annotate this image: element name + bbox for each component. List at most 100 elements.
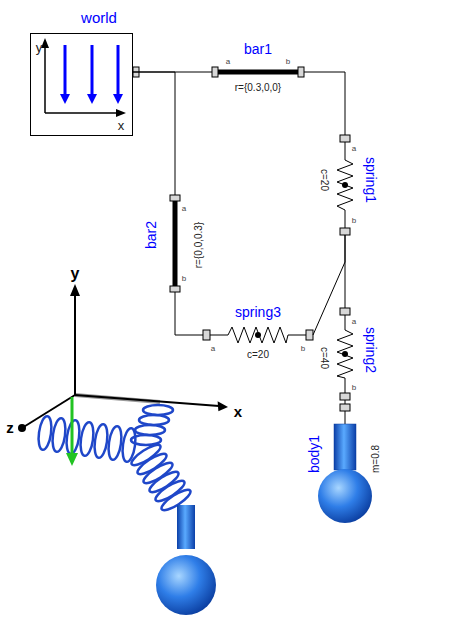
parameter-value: c=20 <box>319 169 330 191</box>
axis-label: y <box>36 41 43 55</box>
spring-dot <box>342 182 348 188</box>
body-cylinder-3d <box>177 505 195 549</box>
axis-label: y <box>71 265 80 283</box>
spring-icon <box>337 135 353 235</box>
gravity-arrow <box>64 45 67 96</box>
connection-line <box>313 235 345 335</box>
component-name: bar2 <box>144 221 159 249</box>
gravity-arrows <box>60 45 123 104</box>
bar-rod <box>218 70 298 75</box>
axis-3d <box>22 395 75 428</box>
body-icon <box>318 404 372 523</box>
axis-label: x <box>234 404 242 421</box>
frame-port <box>298 67 304 77</box>
spring-dot <box>255 332 261 338</box>
coil <box>51 417 68 452</box>
bar-component: bar1 a b r={0.3,0,0} <box>212 40 304 102</box>
animation-view <box>18 284 228 615</box>
connection-line <box>304 72 345 135</box>
parameter-value: r={0,0,0.3} <box>193 222 204 268</box>
bar-component: bar2 a b r={0,0,0.3} <box>140 195 210 292</box>
axis-head <box>116 109 126 117</box>
spring-component: spring3 a b c=20 <box>203 305 313 363</box>
port-label: b <box>352 217 356 226</box>
spring-component: spring1 a b c=20 <box>310 135 380 235</box>
gravity-head-3d <box>66 453 78 466</box>
component-name: body1 <box>307 435 322 473</box>
spring-dot <box>342 351 348 357</box>
gravity-head <box>87 94 97 104</box>
coil <box>93 423 110 458</box>
port-label: a <box>211 345 215 354</box>
gravity-head <box>113 94 123 104</box>
axis-label: x <box>118 119 125 133</box>
frame-port <box>340 308 350 315</box>
body-sphere <box>318 469 372 523</box>
world-icon <box>41 38 139 117</box>
body-stem <box>345 411 346 424</box>
component-name: bar1 <box>244 42 272 57</box>
parameter-value: m=0.8 <box>370 445 381 473</box>
axis-3d <box>75 395 219 406</box>
body-cylinder <box>334 424 356 470</box>
bar-icon <box>170 195 180 292</box>
connection-line <box>175 292 203 335</box>
coil <box>131 435 161 445</box>
frame-port <box>203 330 210 340</box>
connection-line <box>133 72 175 195</box>
spring-zigzag <box>337 315 353 393</box>
frame-port <box>170 195 180 201</box>
gravity-arrow-3d <box>71 397 74 455</box>
axis-dot <box>18 424 26 432</box>
bar-icon <box>212 67 304 77</box>
port-label: b <box>352 384 356 393</box>
axis-label: z <box>6 420 14 437</box>
spring-3d <box>129 442 193 514</box>
spring-3d <box>131 405 173 445</box>
spring-icon <box>203 327 313 343</box>
port-label: a <box>352 145 356 154</box>
port-label: a <box>182 205 186 214</box>
coil <box>107 425 124 460</box>
frame-port <box>340 135 350 142</box>
bar-rod <box>173 201 178 286</box>
frame-port <box>212 67 218 77</box>
gravity-arrow <box>91 45 94 96</box>
frame-port <box>340 228 350 235</box>
frame-port <box>306 330 313 340</box>
body-sphere-3d <box>156 555 216 615</box>
component-name: spring3 <box>235 305 281 320</box>
coil <box>139 415 169 425</box>
gravity-arrow <box>117 45 120 96</box>
spring-zigzag <box>210 327 306 343</box>
port-label: a <box>352 318 356 327</box>
coil <box>37 415 54 450</box>
component-name: spring1 <box>362 157 377 203</box>
frame-port <box>340 404 350 411</box>
spring-icon <box>337 308 353 400</box>
axis-3d <box>74 294 76 395</box>
parameter-value: c=40 <box>319 347 330 369</box>
port-label: a <box>226 58 230 67</box>
gravity-head <box>60 94 70 104</box>
port-label: b <box>301 345 305 354</box>
coil <box>79 421 96 456</box>
axis-head <box>218 401 228 411</box>
axis-head <box>70 284 80 296</box>
parameter-value: r={0.3,0,0} <box>235 82 281 93</box>
spring-zigzag <box>337 142 353 228</box>
port-label: b <box>286 58 290 67</box>
body-component: body1 m=0.8 <box>305 404 385 526</box>
connection-line <box>345 400 346 404</box>
component-name: world <box>81 10 117 27</box>
port-label: b <box>182 275 186 284</box>
frame-port <box>170 286 180 292</box>
world-frame: worldyx <box>30 33 133 136</box>
parameter-value: c=20 <box>247 349 269 360</box>
coil <box>143 405 173 415</box>
coil <box>135 425 165 435</box>
axis-line <box>44 46 46 113</box>
spring-3d <box>37 415 138 462</box>
